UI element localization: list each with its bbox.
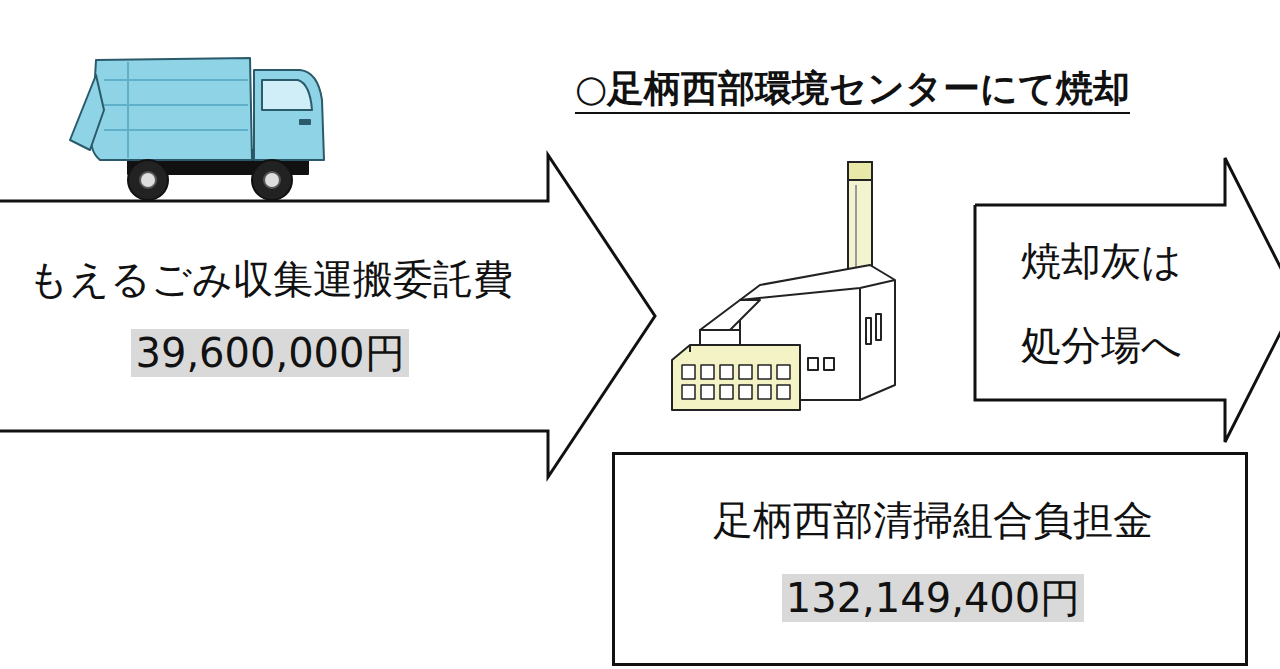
flow-arrow: 焼却灰は 処分場へ: [975, 158, 1280, 442]
arrow-outline: [975, 158, 1280, 442]
incineration-plant: [672, 162, 895, 410]
text-group: 足柄西部清掃組合負担金 132,149,400円: [615, 455, 1251, 663]
node-label: 焼却灰は 処分場へ: [1006, 219, 1196, 387]
amount-label: 39,600,000円: [131, 329, 408, 377]
arrow-shape: [975, 158, 1280, 442]
text-group: 焼却灰は 処分場へ: [983, 205, 1219, 400]
cost-box: 足柄西部清掃組合負担金 132,149,400円: [612, 452, 1248, 666]
node-label: 足柄西部清掃組合負担金: [713, 496, 1153, 544]
heading: ○足柄西部環境センターにて焼却: [575, 66, 1130, 114]
amount-label: 132,149,400円: [782, 574, 1084, 622]
garbage-truck: [70, 58, 324, 200]
node-label: もえるごみ収集運搬委託費: [28, 255, 513, 303]
flow-arrow: もえるごみ収集運搬委託費 39,600,000円: [0, 155, 655, 477]
text-group: もえるごみ収集運搬委託費 39,600,000円: [0, 201, 540, 431]
arrow-outline: [0, 155, 655, 477]
arrow-shape: [0, 155, 655, 477]
